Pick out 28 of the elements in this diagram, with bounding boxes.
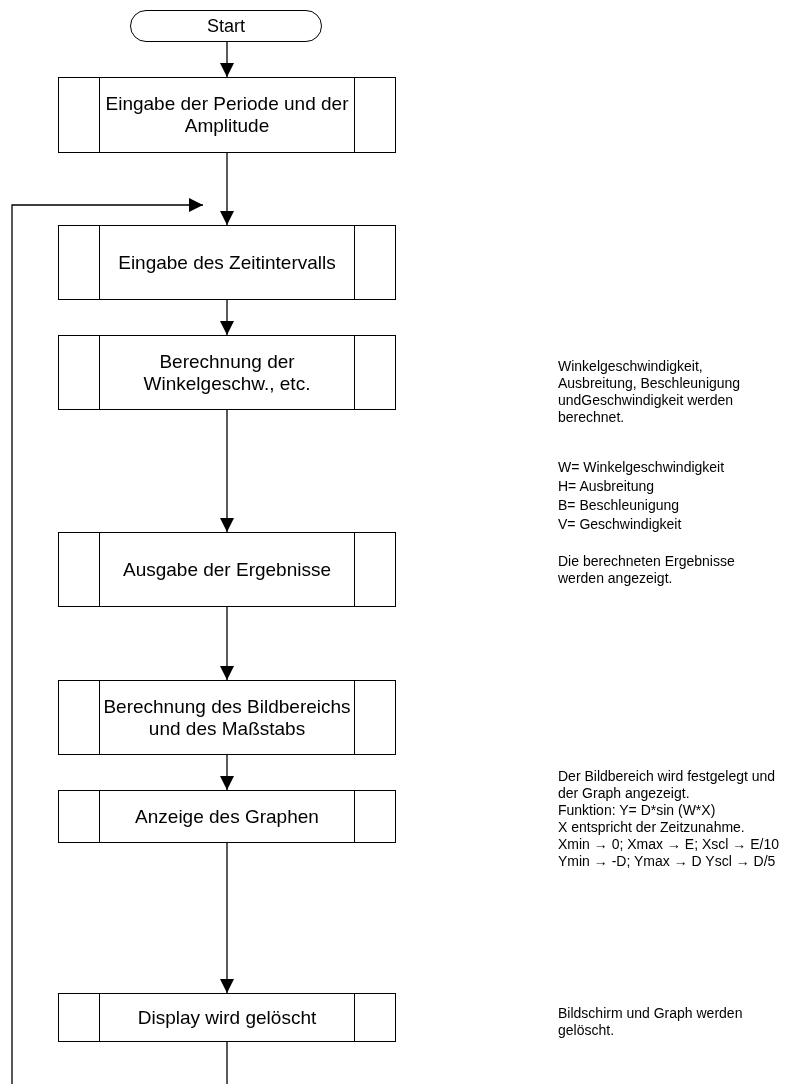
annotation-text: Funktion: Y= D*sin (W*X) — [558, 802, 717, 819]
arrow — [220, 41, 234, 78]
arrow — [220, 842, 234, 994]
subprocess-box: Anzeige des Graphen — [58, 790, 396, 843]
annotation-text: Xmin → 0; Xmax → E; Xscl → E/10 — [558, 836, 780, 853]
subprocess-box: Berechnung des Bildbereichs und des Maßstabs — [58, 680, 396, 755]
arrow — [220, 754, 234, 791]
subprocess-box: Berechnung der Winkelgeschw., etc. — [58, 335, 396, 410]
annotation-text: Ymin → -D; Ymax → D Yscl → D/5 — [558, 853, 777, 870]
annotation-text: Die berechneten Ergebnisse werden angezeigt. — [558, 553, 736, 587]
annotation-text: H= Ausbreitung — [558, 478, 656, 495]
arrow — [11, 198, 204, 1084]
annotation-text: V= Geschwindigkeit — [558, 516, 683, 533]
arrow — [220, 299, 234, 336]
annotation-text: Bildschirm und Graph werden gelöscht. — [558, 1005, 744, 1039]
annotation-text: X entspricht der Zeitzunahme. — [558, 819, 746, 836]
annotation-text: Winkelgeschwindigkeit, Ausbreitung, Beschleunigung undGeschwindigkeit werden berechnet. — [558, 358, 742, 426]
subprocess-box: Eingabe des Zeitintervalls — [58, 225, 396, 300]
subprocess-box: Eingabe der Periode und der Amplitude — [58, 77, 396, 153]
arrow — [220, 152, 234, 226]
terminal-shape: Start — [130, 10, 322, 42]
arrow — [220, 606, 234, 681]
annotation-text: Der Bildbereich wird festgelegt und der Graph angezeigt. — [558, 768, 777, 802]
annotation-text: W= Winkelgeschwindigkeit — [558, 459, 726, 476]
arrow — [220, 409, 234, 533]
subprocess-box: Display wird gelöscht — [58, 993, 396, 1042]
annotation-text: B= Beschleunigung — [558, 497, 681, 514]
subprocess-box: Ausgabe der Ergebnisse — [58, 532, 396, 607]
